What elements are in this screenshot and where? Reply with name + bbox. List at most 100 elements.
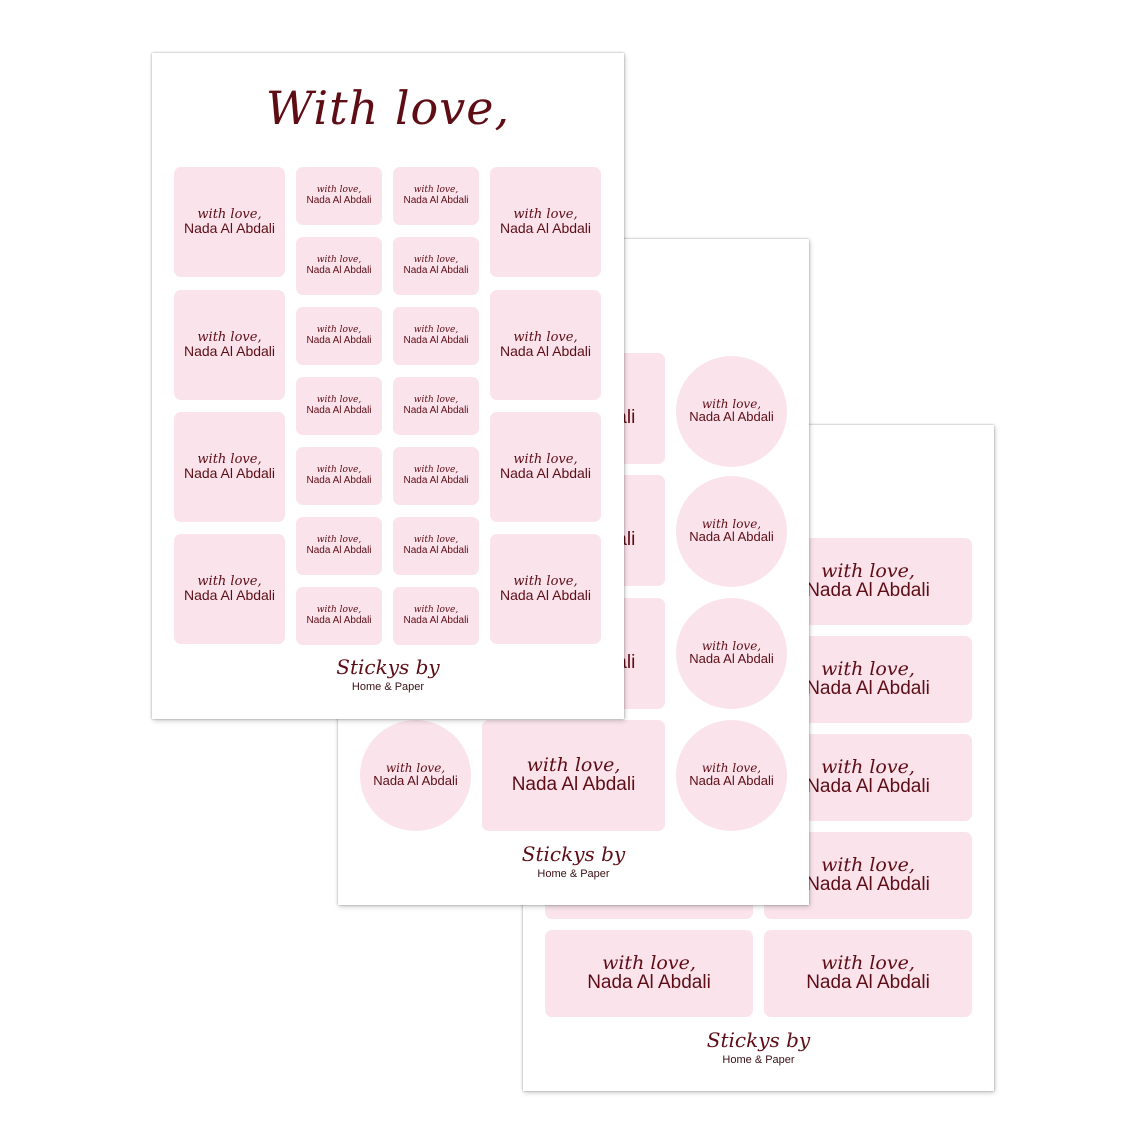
sticker-script: with love, — [513, 206, 578, 222]
brand-script: Stickys by — [336, 655, 440, 679]
brand-script: Stickys by — [706, 1028, 811, 1052]
sticker-name: Nada Al Abdali — [403, 475, 469, 486]
sticker-square: with love, Nada Al Abdali — [490, 167, 601, 277]
sticker-script: with love, — [821, 559, 915, 582]
brand-logo: Stickys by Home & Paper — [152, 657, 624, 693]
sticker-small: with love, Nada Al Abdali — [296, 447, 382, 505]
brand-line: Home & Paper — [537, 868, 610, 880]
brand-line: Home & Paper — [351, 681, 425, 693]
sticker-rectangle: with love, Nada Al Abdali — [764, 930, 972, 1017]
sticker-square: with love, Nada Al Abdali — [174, 290, 285, 400]
sticker-small: with love, Nada Al Abdali — [393, 517, 479, 575]
sticker-circle: with love, Nada Al Abdali — [676, 476, 787, 587]
sticker-script: with love, — [413, 465, 459, 475]
sticker-name: Nada Al Abdali — [689, 773, 774, 789]
sticker-small: with love, Nada Al Abdali — [393, 447, 479, 505]
sticker-small: with love, Nada Al Abdali — [296, 587, 382, 645]
sticker-script: with love, — [701, 639, 762, 654]
sticker-script: with love, — [413, 395, 459, 405]
sticker-name: Nada Al Abdali — [806, 579, 930, 601]
sticker-script: with love, — [197, 573, 262, 589]
sticker-small: with love, Nada Al Abdali — [296, 517, 382, 575]
sticker-small: with love, Nada Al Abdali — [393, 237, 479, 295]
sticker-script: with love, — [821, 657, 915, 680]
sticker-script: with love, — [316, 535, 362, 545]
sticker-script: with love, — [197, 329, 262, 345]
sticker-script: with love, — [413, 255, 459, 265]
sticker-script: with love, — [513, 329, 578, 345]
sticker-script: with love, — [513, 451, 578, 467]
sheet-heading: With love, — [265, 81, 511, 135]
brand-logo: Stickys by Home & Paper — [338, 844, 809, 880]
sheet-mixed-labels: With love, with love, Nada Al Abdali wit… — [152, 53, 624, 719]
sticker-name: Nada Al Abdali — [806, 971, 930, 993]
sticker-script: with love, — [413, 535, 459, 545]
sticker-script: with love, — [821, 755, 915, 778]
sticker-small: with love, Nada Al Abdali — [296, 307, 382, 365]
sticker-circle: with love, Nada Al Abdali — [676, 356, 787, 467]
sticker-name: Nada Al Abdali — [403, 545, 469, 556]
sticker-script: with love, — [602, 951, 696, 974]
sticker-script: with love, — [413, 185, 459, 195]
sticker-name: Nada Al Abdali — [306, 545, 372, 556]
sticker-name: Nada Al Abdali — [689, 529, 774, 545]
sticker-name: Nada Al Abdali — [511, 773, 636, 795]
sticker-name: Nada Al Abdali — [587, 971, 711, 993]
sticker-small: with love, Nada Al Abdali — [393, 167, 479, 225]
sticker-small: with love, Nada Al Abdali — [393, 377, 479, 435]
sticker-circle: with love, Nada Al Abdali — [676, 720, 787, 831]
sticker-name: Nada Al Abdali — [183, 586, 276, 603]
sticker-small: with love, Nada Al Abdali — [393, 307, 479, 365]
sticker-square: with love, Nada Al Abdali — [174, 412, 285, 522]
sticker-name: Nada Al Abdali — [183, 342, 276, 359]
sticker-name: Nada Al Abdali — [306, 265, 372, 276]
sticker-name: Nada Al Abdali — [306, 615, 372, 626]
sticker-name: Nada Al Abdali — [306, 475, 372, 486]
sticker-script: with love, — [316, 395, 362, 405]
sticker-script: with love, — [197, 451, 262, 467]
sticker-rectangle: with love, Nada Al Abdali — [545, 930, 753, 1017]
sticker-square: with love, Nada Al Abdali — [482, 720, 665, 831]
sticker-name: Nada Al Abdali — [499, 342, 592, 359]
sticker-script: with love, — [316, 325, 362, 335]
sticker-script: with love, — [316, 255, 362, 265]
sticker-script: with love, — [701, 397, 762, 412]
sticker-name: Nada Al Abdali — [403, 265, 469, 276]
sticker-small: with love, Nada Al Abdali — [393, 587, 479, 645]
sticker-name: Nada Al Abdali — [306, 195, 372, 206]
sticker-script: with love, — [526, 753, 621, 776]
sticker-script: with love, — [513, 573, 578, 589]
sticker-name: Nada Al Abdali — [689, 651, 774, 667]
sticker-small: with love, Nada Al Abdali — [296, 167, 382, 225]
sticker-script: with love, — [701, 517, 762, 532]
sticker-square: with love, Nada Al Abdali — [490, 412, 601, 522]
sticker-name: Nada Al Abdali — [403, 615, 469, 626]
sticker-name: Nada Al Abdali — [806, 677, 930, 699]
brand-logo: Stickys by Home & Paper — [523, 1030, 994, 1066]
sticker-square: with love, Nada Al Abdali — [490, 290, 601, 400]
sticker-circle: with love, Nada Al Abdali — [360, 720, 471, 831]
sticker-name: Nada Al Abdali — [306, 405, 372, 416]
sticker-script: with love, — [413, 605, 459, 615]
brand-script: Stickys by — [521, 842, 626, 866]
sticker-square: with love, Nada Al Abdali — [490, 534, 601, 644]
sticker-circle: with love, Nada Al Abdali — [676, 598, 787, 709]
brand-line: Home & Paper — [722, 1054, 795, 1066]
sticker-script: with love, — [413, 325, 459, 335]
sticker-name: Nada Al Abdali — [403, 195, 469, 206]
sticker-script: with love, — [821, 951, 915, 974]
sticker-script: with love, — [316, 605, 362, 615]
sticker-name: Nada Al Abdali — [499, 586, 592, 603]
sticker-script: with love, — [316, 465, 362, 475]
sticker-square: with love, Nada Al Abdali — [174, 534, 285, 644]
sticker-name: Nada Al Abdali — [689, 409, 774, 425]
sticker-script: with love, — [316, 185, 362, 195]
sticker-small: with love, Nada Al Abdali — [296, 377, 382, 435]
sticker-name: Nada Al Abdali — [499, 219, 592, 236]
sticker-script: with love, — [385, 761, 446, 776]
sticker-name: Nada Al Abdali — [806, 775, 930, 797]
sticker-name: Nada Al Abdali — [306, 335, 372, 346]
sticker-script: with love, — [701, 761, 762, 776]
sticker-square: with love, Nada Al Abdali — [174, 167, 285, 277]
sticker-name: Nada Al Abdali — [373, 773, 458, 789]
